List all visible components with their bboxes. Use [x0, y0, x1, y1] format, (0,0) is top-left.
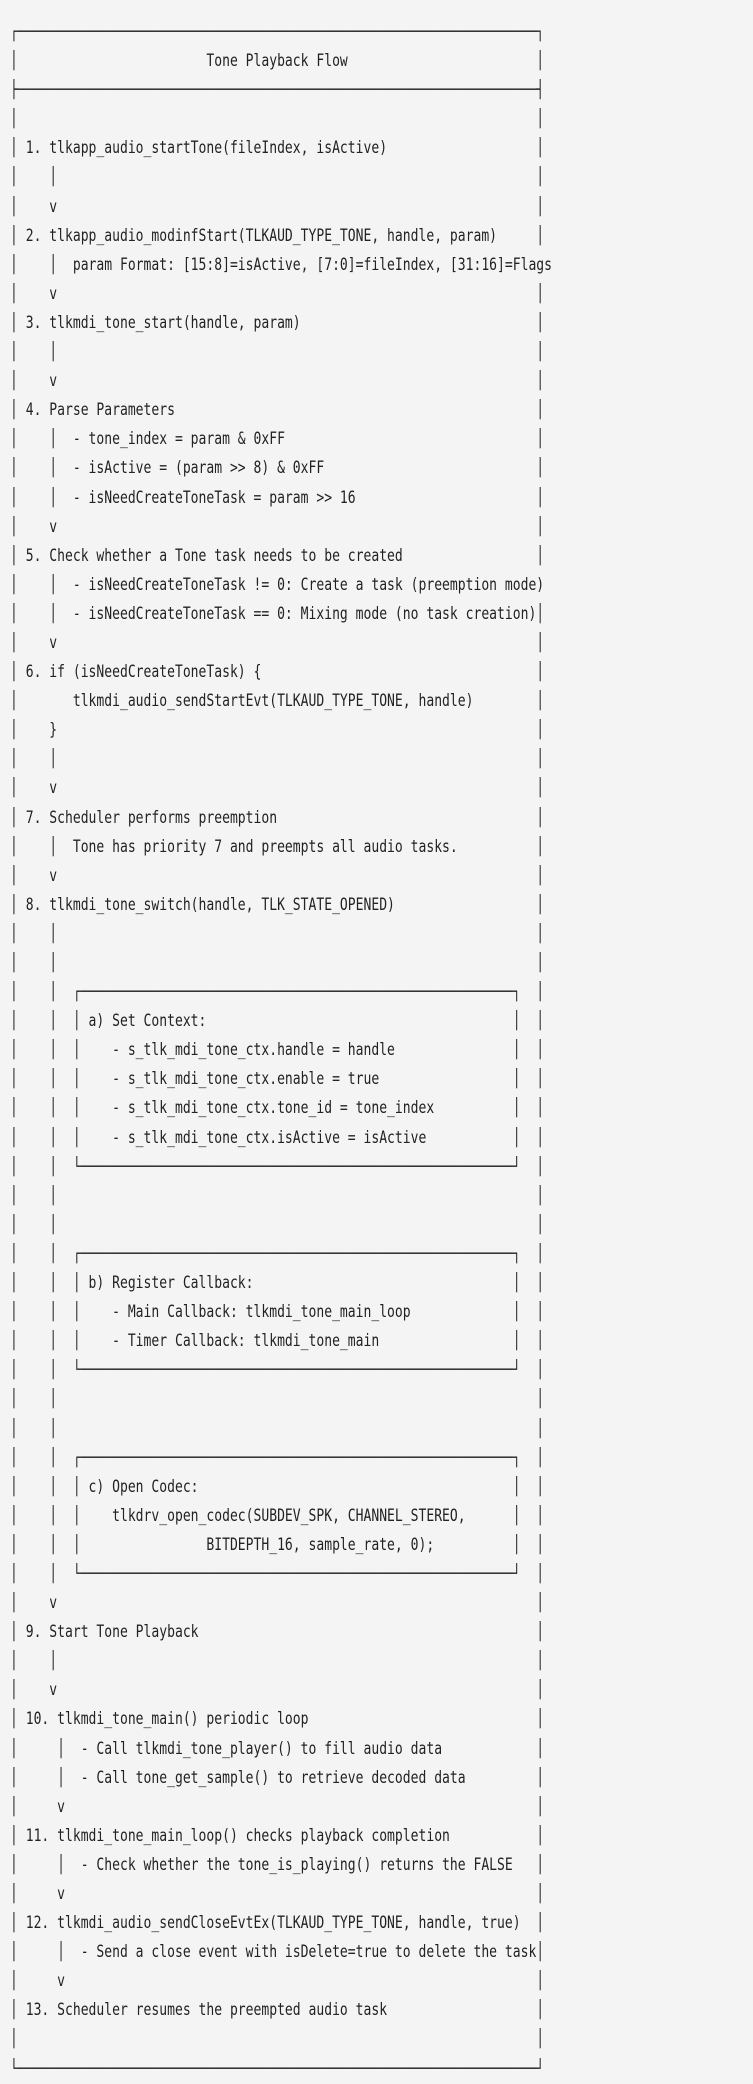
diagram-line: │ │ └───────────────────────────────────…: [10, 1563, 545, 1584]
diagram-line: │ │ │ a) Set Context: │ │: [10, 1011, 545, 1032]
diagram-line: │ 8. tlkmdi_tone_switch(handle, TLK_STAT…: [10, 894, 545, 915]
diagram-line: │ │ - Send a close event with isDelete=t…: [10, 1942, 545, 1963]
diagram-line: │ │ ┌───────────────────────────────────…: [10, 1447, 545, 1468]
diagram-line: │ 7. Scheduler performs preemption │: [10, 807, 545, 828]
diagram-line: │ v │: [10, 632, 545, 653]
diagram-line: │ 2. tlkapp_audio_modinfStart(TLKAUD_TYP…: [10, 225, 545, 246]
diagram-line: │ │ │ - Timer Callback: tlkmdi_tone_main…: [10, 1331, 545, 1352]
diagram-line: │ │ │: [10, 167, 545, 188]
diagram-line: │ 13. Scheduler resumes the preempted au…: [10, 2000, 545, 2021]
diagram-line: │ │ param Format: [15:8]=isActive, [7:0]…: [10, 254, 553, 275]
diagram-line: ┌───────────────────────────────────────…: [10, 22, 545, 42]
diagram-line: └───────────────────────────────────────…: [10, 2058, 545, 2079]
diagram-line: │ 10. tlkmdi_tone_main() periodic loop │: [10, 1709, 545, 1730]
diagram-line: │ │ - Call tlkmdi_tone_player() to fill …: [10, 1738, 545, 1759]
diagram-title-line: │ Tone Playback Flow │: [10, 51, 545, 72]
diagram-line: │ v │: [10, 1971, 545, 1992]
diagram-line: │ │ - isActive = (param >> 8) & 0xFF │: [10, 458, 545, 479]
diagram-line: │ v │: [10, 778, 545, 799]
diagram-line: │ │ │: [10, 953, 545, 973]
diagram-line: │ │ │: [10, 1651, 545, 1672]
diagram-line: │ │: [10, 2029, 545, 2050]
diagram-line: │ v │: [10, 1593, 545, 1614]
diagram-line: │ │ - Call tone_get_sample() to retrieve…: [10, 1767, 545, 1788]
diagram-line: │ │ - tone_index = param & 0xFF │: [10, 429, 545, 450]
flow-diagram: ┌───────────────────────────────────────…: [10, 18, 552, 2084]
diagram-line: │ │ └───────────────────────────────────…: [10, 1156, 545, 1177]
diagram-line: │ │ - isNeedCreateToneTask = param >> 16…: [10, 487, 545, 508]
diagram-line: │ │ │ - s_tlk_mdi_tone_ctx.isActive = is…: [10, 1127, 545, 1148]
diagram-line: │ │ │: [10, 1418, 545, 1439]
diagram-line: │ 9. Start Tone Playback │: [10, 1622, 545, 1643]
diagram-line: │ 5. Check whether a Tone task needs to …: [10, 545, 545, 566]
diagram-line: │ v │: [10, 283, 545, 304]
diagram-line: │ │ │ - s_tlk_mdi_tone_ctx.handle = hand…: [10, 1040, 545, 1061]
diagram-line: │ │ │: [10, 342, 545, 363]
diagram-line: │ 6. if (isNeedCreateToneTask) { │: [10, 662, 545, 683]
diagram-line: │ } │: [10, 720, 545, 741]
diagram-line: │ v │: [10, 865, 545, 886]
diagram-line: │ 12. tlkmdi_audio_sendCloseEvtEx(TLKAUD…: [10, 1913, 545, 1934]
diagram-line: │ │ ┌───────────────────────────────────…: [10, 982, 545, 1003]
diagram-line: │ │ │ - s_tlk_mdi_tone_ctx.enable = true…: [10, 1069, 545, 1090]
diagram-line: │ │ │: [10, 923, 545, 944]
diagram-line: │ │ │ c) Open Codec: │ │: [10, 1476, 545, 1497]
diagram-line: │ │ │: [10, 1214, 545, 1235]
diagram-line: │ v │: [10, 371, 545, 392]
diagram-line: │ │ │: [10, 1389, 545, 1410]
diagram-line: │ │ - isNeedCreateToneTask != 0: Create …: [10, 574, 545, 595]
diagram-line: │ │ │ - s_tlk_mdi_tone_ctx.tone_id = ton…: [10, 1098, 545, 1119]
diagram-line: │ │ Tone has priority 7 and preempts all…: [10, 836, 545, 857]
diagram-line: │ │ - Check whether the tone_is_playing(…: [10, 1854, 545, 1875]
diagram-line: ├───────────────────────────────────────…: [10, 80, 545, 101]
diagram-line: │ │ └───────────────────────────────────…: [10, 1360, 545, 1381]
diagram-line: │ │ │ BITDEPTH_16, sample_rate, 0); │ │: [10, 1534, 545, 1555]
diagram-line: │ tlkmdi_audio_sendStartEvt(TLKAUD_TYPE_…: [10, 691, 545, 712]
diagram-line: │ 11. tlkmdi_tone_main_loop() checks pla…: [10, 1825, 545, 1846]
diagram-line: │ 1. tlkapp_audio_startTone(fileIndex, i…: [10, 138, 545, 159]
diagram-line: │ v │: [10, 516, 545, 537]
diagram-line: │ │ │ b) Register Callback: │ │: [10, 1273, 545, 1294]
diagram-line: │ v │: [10, 1680, 545, 1701]
diagram-line: │ │ │: [10, 1185, 545, 1206]
diagram-line: │ │ - isNeedCreateToneTask == 0: Mixing …: [10, 603, 545, 624]
diagram-line: │ │: [10, 109, 545, 130]
diagram-line: │ v │: [10, 1884, 545, 1904]
diagram-line: │ │ │ tlkdrv_open_codec(SUBDEV_SPK, CHAN…: [10, 1505, 545, 1526]
diagram-line: │ │ │ - Main Callback: tlkmdi_tone_main_…: [10, 1302, 545, 1323]
diagram-line: │ v │: [10, 1796, 545, 1817]
diagram-line: │ │ │: [10, 749, 545, 770]
diagram-line: │ 4. Parse Parameters │: [10, 400, 545, 421]
diagram-line: │ │ ┌───────────────────────────────────…: [10, 1243, 545, 1264]
diagram-line: │ 3. tlkmdi_tone_start(handle, param) │: [10, 312, 545, 333]
diagram-line: │ v │: [10, 196, 545, 217]
